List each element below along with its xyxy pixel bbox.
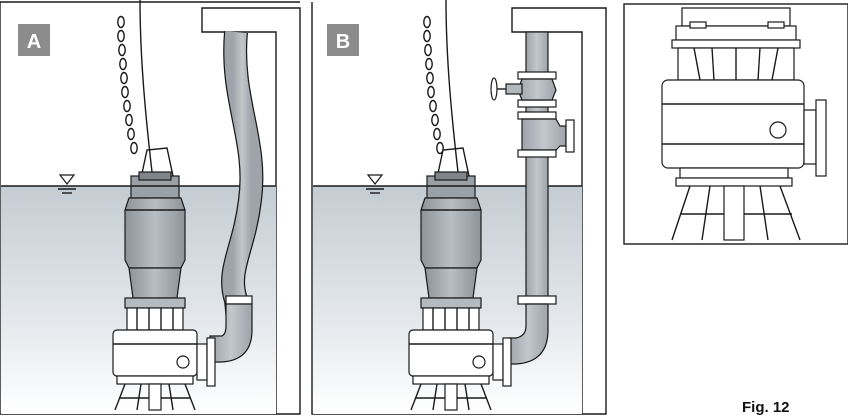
lifting-chain-a xyxy=(117,15,138,155)
panel-label-b: B xyxy=(327,24,359,56)
detail-panel xyxy=(623,3,848,245)
valve-handwheel-icon xyxy=(490,77,498,101)
water-level-symbol-a xyxy=(58,174,76,194)
water-level-symbol-b xyxy=(366,174,384,194)
check-valve-b xyxy=(517,111,575,158)
power-cable-b xyxy=(445,0,459,173)
panel-label-a: A xyxy=(18,24,50,56)
svg-text:A: A xyxy=(27,31,41,53)
panel-b: B xyxy=(311,0,607,415)
figure-caption: Fig. 12 xyxy=(742,399,790,416)
panel-a: A xyxy=(0,0,301,415)
lifting-chain-b xyxy=(423,15,444,155)
power-cable-a xyxy=(139,0,153,173)
svg-text:B: B xyxy=(336,31,350,53)
gate-valve-b xyxy=(490,71,557,108)
